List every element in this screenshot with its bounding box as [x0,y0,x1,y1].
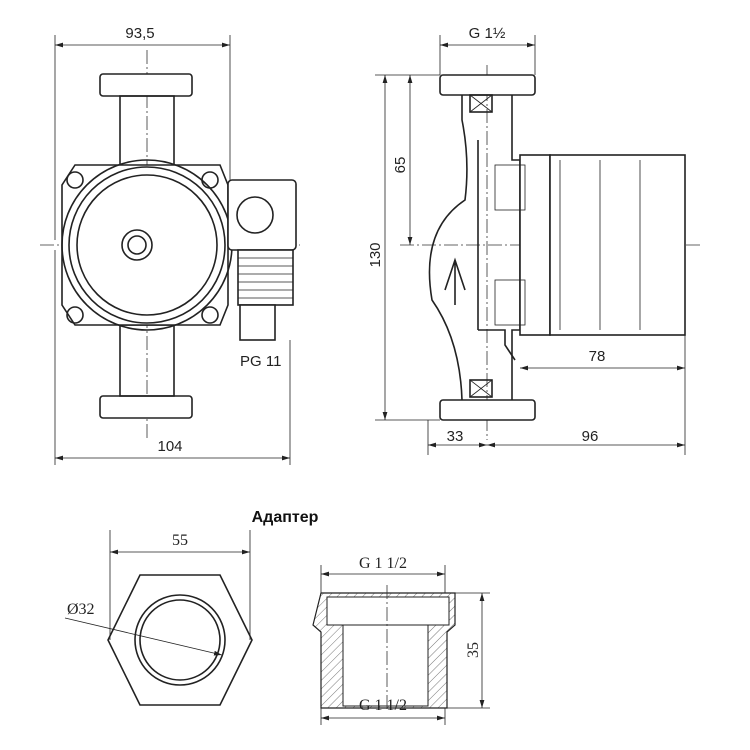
dim-height: 35 [465,642,482,658]
dim-width-bottom: 104 [157,438,182,455]
dim-half-height: 65 [392,157,409,174]
side-view: G 1½ 130 65 78 33 96 [367,25,700,455]
dim-motor-depth: 96 [582,428,599,445]
dim-width-top: 93,5 [125,25,154,42]
dim-bore-diameter: Ø32 [67,601,95,618]
cable-gland [239,304,276,341]
dim-hex-size: 55 [172,532,188,549]
adapter-top-view: 55 Ø32 [64,530,253,706]
dim-thread-bottom: G 1 1/2 [359,697,407,714]
dim-total-height: 130 [367,242,384,267]
label-pg11: PG 11 [240,353,281,370]
motor [549,154,686,336]
flow-arrow-icon [444,257,466,305]
dim-thread-top: G 1 1/2 [359,555,407,572]
terminal-box [227,179,297,251]
dim-thread: G 1½ [469,25,506,42]
dim-motor-length: 78 [589,348,606,365]
dim-flange-offset: 33 [447,428,464,445]
adapter-title: Адаптер [252,509,319,526]
front-view: 93,5 104 PG 11 [40,25,300,465]
adapter-section-view: G 1 1/2 G 1 1/2 35 [312,555,490,725]
